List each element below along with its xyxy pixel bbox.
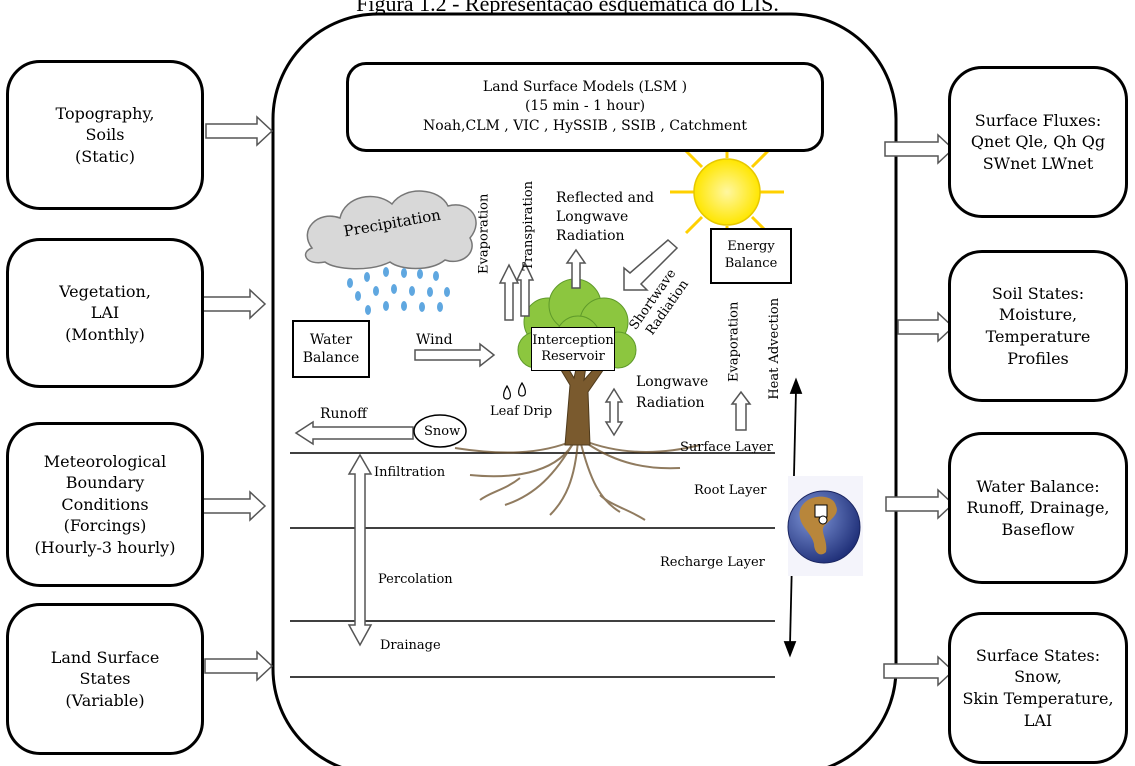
reflected-line-3: Radiation [556, 228, 625, 244]
output-box-surface-states: Surface States: Snow, Skin Temperature, … [948, 612, 1128, 764]
output-box-soil-states: Soil States: Moisture, Temperature Profi… [948, 250, 1128, 402]
input-box-line: Soils [85, 125, 125, 145]
input-box-line: Vegetation, [59, 281, 151, 301]
input-box-line: Conditions [61, 494, 149, 514]
input-box-line: (Static) [75, 146, 135, 166]
evaporation-left-label: Evaporation [476, 193, 492, 274]
input-box-meteorological: Meteorological Boundary Conditions (Forc… [6, 422, 204, 587]
output-box-surface-fluxes: Surface Fluxes: Qnet Qle, Qh Qg SWnet LW… [948, 66, 1128, 218]
lsm-box: Land Surface Models (LSM ) (15 min - 1 h… [346, 62, 824, 152]
output-box-line: Surface Fluxes: [974, 110, 1102, 130]
soil-layer-lines [290, 452, 775, 678]
output-box-line: Soil States: [991, 283, 1085, 303]
output-box-line: Moisture, [998, 305, 1078, 325]
output-box-line: Skin Temperature, [962, 689, 1114, 708]
input-box-line: LAI [90, 303, 120, 323]
wind-label: Wind [416, 332, 453, 348]
input-box-topography: Topography, Soils (Static) [6, 60, 204, 210]
interception-reservoir-box: Interception Reservoir [531, 327, 615, 371]
lsm-timestep: (15 min - 1 hour) [524, 98, 646, 115]
leaf-drip-drops [503, 381, 526, 400]
water-balance-box: Water Balance [292, 320, 370, 378]
energy-balance-line: Energy [727, 239, 775, 255]
recharge-layer-label: Recharge Layer [660, 555, 765, 570]
interception-line: Reservoir [541, 349, 605, 364]
lsm-title: Land Surface Models (LSM ) [482, 78, 688, 95]
input-box-vegetation: Vegetation, LAI (Monthly) [6, 238, 204, 388]
output-box-line: Snow, [1014, 667, 1062, 687]
sun-graphic [670, 135, 784, 250]
output-box-line: Baseflow [1001, 519, 1075, 539]
surface-layer-label: Surface Layer [680, 440, 773, 455]
lsm-models: Noah,CLM , VIC , HySSIB , SSIB , Catchme… [423, 117, 747, 134]
interception-line: Interception [532, 332, 614, 348]
runoff-label: Runoff [320, 406, 367, 422]
heat-advection-label: Heat Advection [767, 297, 783, 400]
input-box-line: Boundary [65, 473, 145, 493]
figure-caption: Figura 1.2 - Representação esquemática d… [356, 0, 779, 16]
energy-balance-line: Balance [724, 256, 778, 271]
longwave-line-2: Radiation [636, 395, 705, 411]
cloud-graphic [304, 190, 477, 270]
input-box-line: Land Surface [50, 647, 160, 667]
output-box-line: Temperature [985, 327, 1091, 346]
percolation-label: Percolation [378, 572, 453, 587]
input-box-land-surface-states: Land Surface States (Variable) [6, 603, 204, 755]
output-box-water-balance: Water Balance: Runoff, Drainage, Baseflo… [948, 432, 1128, 584]
output-arrows [883, 133, 955, 687]
water-balance-line: Balance [302, 350, 360, 366]
input-box-line: Meteorological [43, 451, 167, 471]
output-box-line: Qnet Qle, Qh Qg [970, 132, 1106, 152]
flux-arrows [294, 239, 752, 647]
input-box-line: (Monthly) [65, 324, 145, 344]
infiltration-label: Infiltration [374, 465, 446, 480]
drainage-label: Drainage [380, 638, 441, 653]
output-box-line: SWnet LWnet [982, 153, 1094, 173]
water-balance-line: Water [309, 331, 353, 348]
evaporation-right-label: Evaporation [726, 301, 742, 382]
output-box-line: Runoff, Drainage, [966, 498, 1110, 518]
output-box-line: Water Balance: [976, 476, 1100, 496]
reflected-line-1: Reflected and [556, 190, 654, 206]
reflected-line-2: Longwave [556, 209, 629, 225]
longwave-line-1: Longwave [636, 374, 709, 390]
output-box-line: Surface States: [975, 645, 1101, 665]
snow-label: Snow [424, 424, 461, 439]
leaf-drip-label: Leaf Drip [490, 404, 553, 419]
root-layer-label: Root Layer [694, 483, 767, 498]
input-box-line: (Variable) [65, 690, 145, 710]
rain-drops [347, 267, 450, 315]
input-box-line: (Forcings) [63, 516, 147, 536]
tree-roots [454, 439, 701, 521]
transpiration-label: Transpiration [521, 180, 537, 271]
output-box-line: Profiles [1007, 348, 1069, 368]
snow-ellipse [413, 414, 467, 448]
input-box-line: Topography, [55, 103, 155, 123]
energy-balance-box: Energy Balance [710, 228, 792, 284]
input-box-line: States [79, 669, 131, 689]
input-box-line: (Hourly-3 hourly) [34, 537, 176, 557]
globe-graphic [787, 476, 863, 576]
input-arrows [195, 115, 274, 682]
output-box-line: LAI [1023, 710, 1053, 730]
